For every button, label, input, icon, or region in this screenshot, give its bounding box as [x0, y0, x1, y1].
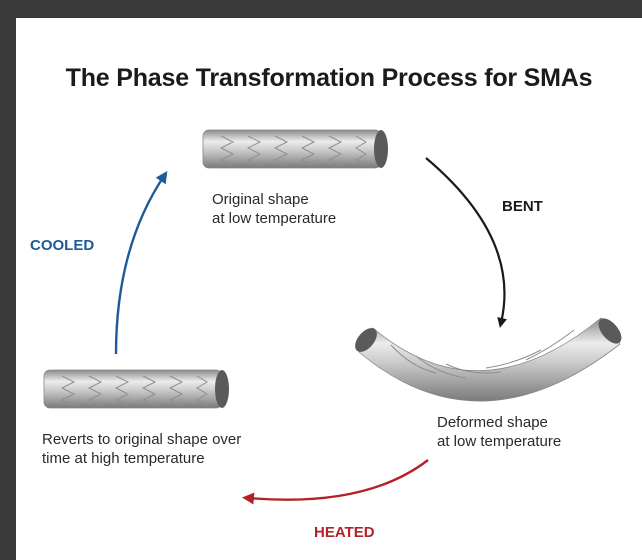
phase-cycle-diagram [43, 129, 622, 505]
deformed-shape-rod [355, 317, 622, 402]
heated-arrow [242, 459, 429, 505]
cooled-arrow [114, 171, 168, 355]
bent-arrow [425, 157, 508, 328]
reverted-shape-rod [43, 369, 229, 409]
original-shape-caption: Original shape at low temperature [212, 191, 337, 227]
bent-label: BENT [502, 198, 543, 215]
diagram-title: The Phase Transformation Process for SMA… [65, 64, 593, 92]
original-shape-rod [202, 129, 388, 169]
deformed-shape-caption: Deformed shape at low temperature [437, 414, 562, 450]
diagram-card: The Phase Transformation Process for SMA… [16, 18, 642, 560]
cooled-label: COOLED [30, 237, 95, 254]
reverts-caption: Reverts to original shape over time at h… [42, 431, 242, 467]
heated-label: HEATED [314, 524, 375, 541]
